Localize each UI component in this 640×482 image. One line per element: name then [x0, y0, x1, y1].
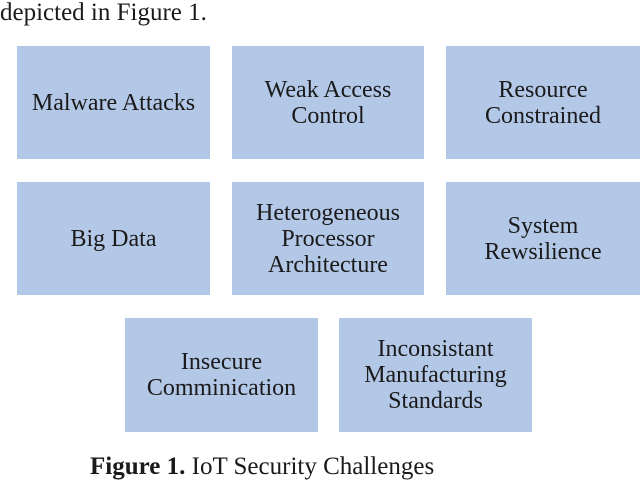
- challenge-box-big-data: Big Data: [17, 182, 210, 295]
- figure-caption-label: Figure 1.: [90, 453, 186, 480]
- challenge-box-insecure-communication: Insecure Comminication: [125, 318, 318, 432]
- challenge-box-weak-access-control: Weak Access Control: [232, 46, 424, 159]
- challenge-box-resource-constrained: Resource Constrained: [446, 46, 640, 159]
- challenge-box-system-resilience: System Rewsilience: [446, 182, 640, 295]
- challenge-box-heterogeneous-processor-architecture: Heterogeneous Processor Architecture: [232, 182, 424, 295]
- intro-text: depicted in Figure 1.: [0, 0, 207, 26]
- challenge-box-inconsistent-manufacturing-standards: Inconsistant Manufacturing Standards: [339, 318, 532, 432]
- figure-caption: Figure 1. IoT Security Challenges: [90, 452, 434, 482]
- figure-caption-text: IoT Security Challenges: [191, 453, 435, 480]
- challenge-box-malware-attacks: Malware Attacks: [17, 46, 210, 159]
